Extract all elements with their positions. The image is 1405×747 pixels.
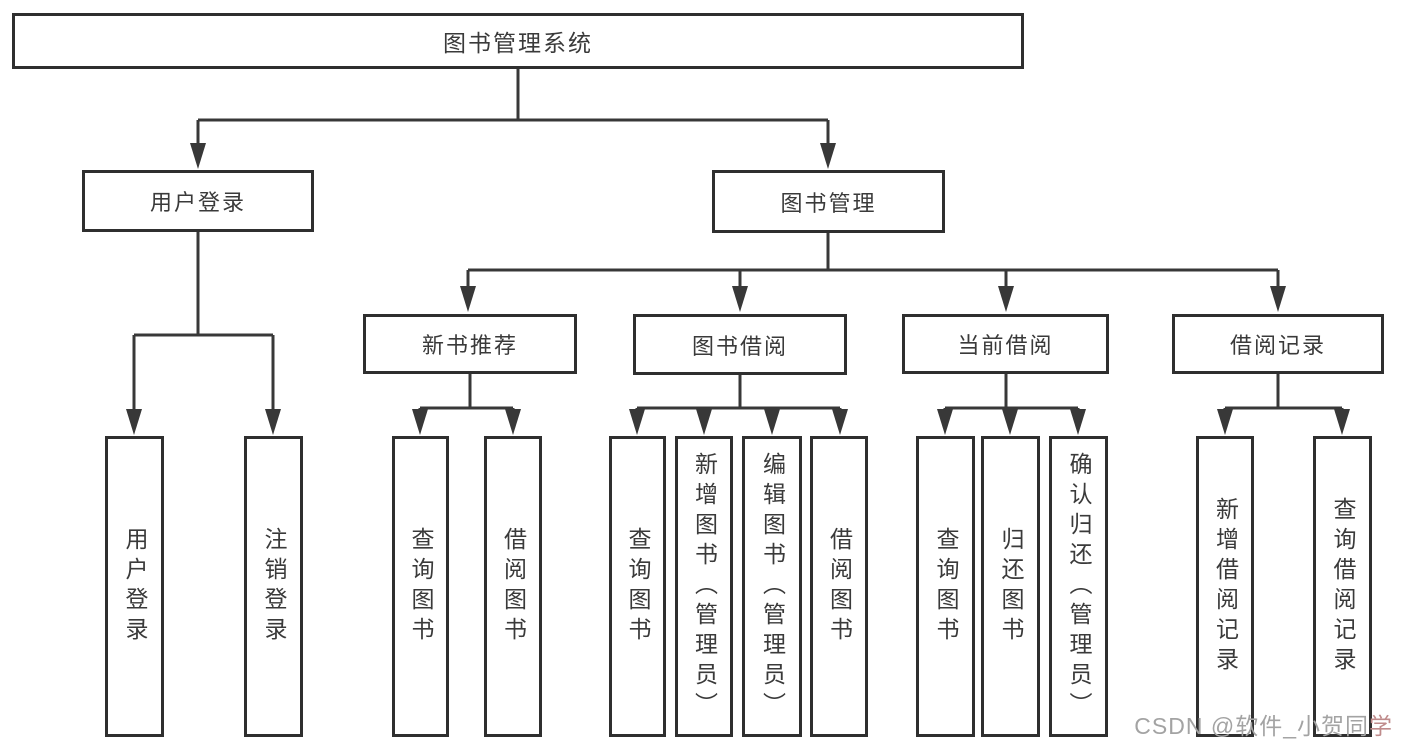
leaf-borrowing-edit-books-admin-label: 编辑图书（管理员） xyxy=(759,451,786,722)
leaf-current-confirm-return-admin-label: 确认归还（管理员） xyxy=(1066,451,1092,722)
leaf-borrowing-add-books-admin-label: 新增图书（管理员） xyxy=(691,451,718,722)
leaf-newrec-borrow-books: 借阅图书 xyxy=(484,436,542,737)
watermark-accent: 学 xyxy=(1369,713,1393,739)
node-current-borrowing: 当前借阅 xyxy=(902,314,1109,374)
leaf-records-add-record: 新增借阅记录 xyxy=(1196,436,1254,737)
leaf-newrec-search-books: 查询图书 xyxy=(392,436,449,737)
leaf-newrec-search-books-label: 查询图书 xyxy=(408,526,434,647)
leaf-borrowing-borrow-books: 借阅图书 xyxy=(810,436,868,737)
watermark: CSDN @软件_小贺同学 xyxy=(1134,707,1393,741)
leaf-user-login-label: 用户登录 xyxy=(122,526,148,647)
leaf-records-add-record-label: 新增借阅记录 xyxy=(1212,496,1239,677)
leaf-current-return-books: 归还图书 xyxy=(981,436,1040,737)
node-new-book-recommend: 新书推荐 xyxy=(363,314,577,374)
leaf-user-login: 用户登录 xyxy=(105,436,164,737)
leaf-current-search-books-label: 查询图书 xyxy=(933,526,959,647)
leaf-logout: 注销登录 xyxy=(244,436,303,737)
leaf-borrowing-borrow-books-label: 借阅图书 xyxy=(826,526,853,647)
leaf-borrowing-search-books-label: 查询图书 xyxy=(625,526,651,647)
node-user-login: 用户登录 xyxy=(82,170,314,232)
leaf-newrec-borrow-books-label: 借阅图书 xyxy=(500,526,527,647)
node-borrowing-records: 借阅记录 xyxy=(1172,314,1384,374)
leaf-current-return-books-label: 归还图书 xyxy=(998,526,1024,647)
leaf-logout-label: 注销登录 xyxy=(261,526,287,647)
watermark-main: CSDN @软件_小贺同 xyxy=(1134,713,1369,739)
leaf-current-confirm-return-admin: 确认归还（管理员） xyxy=(1049,436,1108,737)
node-library-management-system: 图书管理系统 xyxy=(12,13,1024,69)
leaf-current-search-books: 查询图书 xyxy=(916,436,975,737)
leaf-borrowing-search-books: 查询图书 xyxy=(609,436,666,737)
leaf-borrowing-add-books-admin: 新增图书（管理员） xyxy=(675,436,733,737)
leaf-records-search-record: 查询借阅记录 xyxy=(1313,436,1372,737)
leaf-records-search-record-label: 查询借阅记录 xyxy=(1330,496,1356,677)
node-book-management: 图书管理 xyxy=(712,170,945,233)
leaf-borrowing-edit-books-admin: 编辑图书（管理员） xyxy=(742,436,802,737)
node-book-borrowing: 图书借阅 xyxy=(633,314,847,375)
